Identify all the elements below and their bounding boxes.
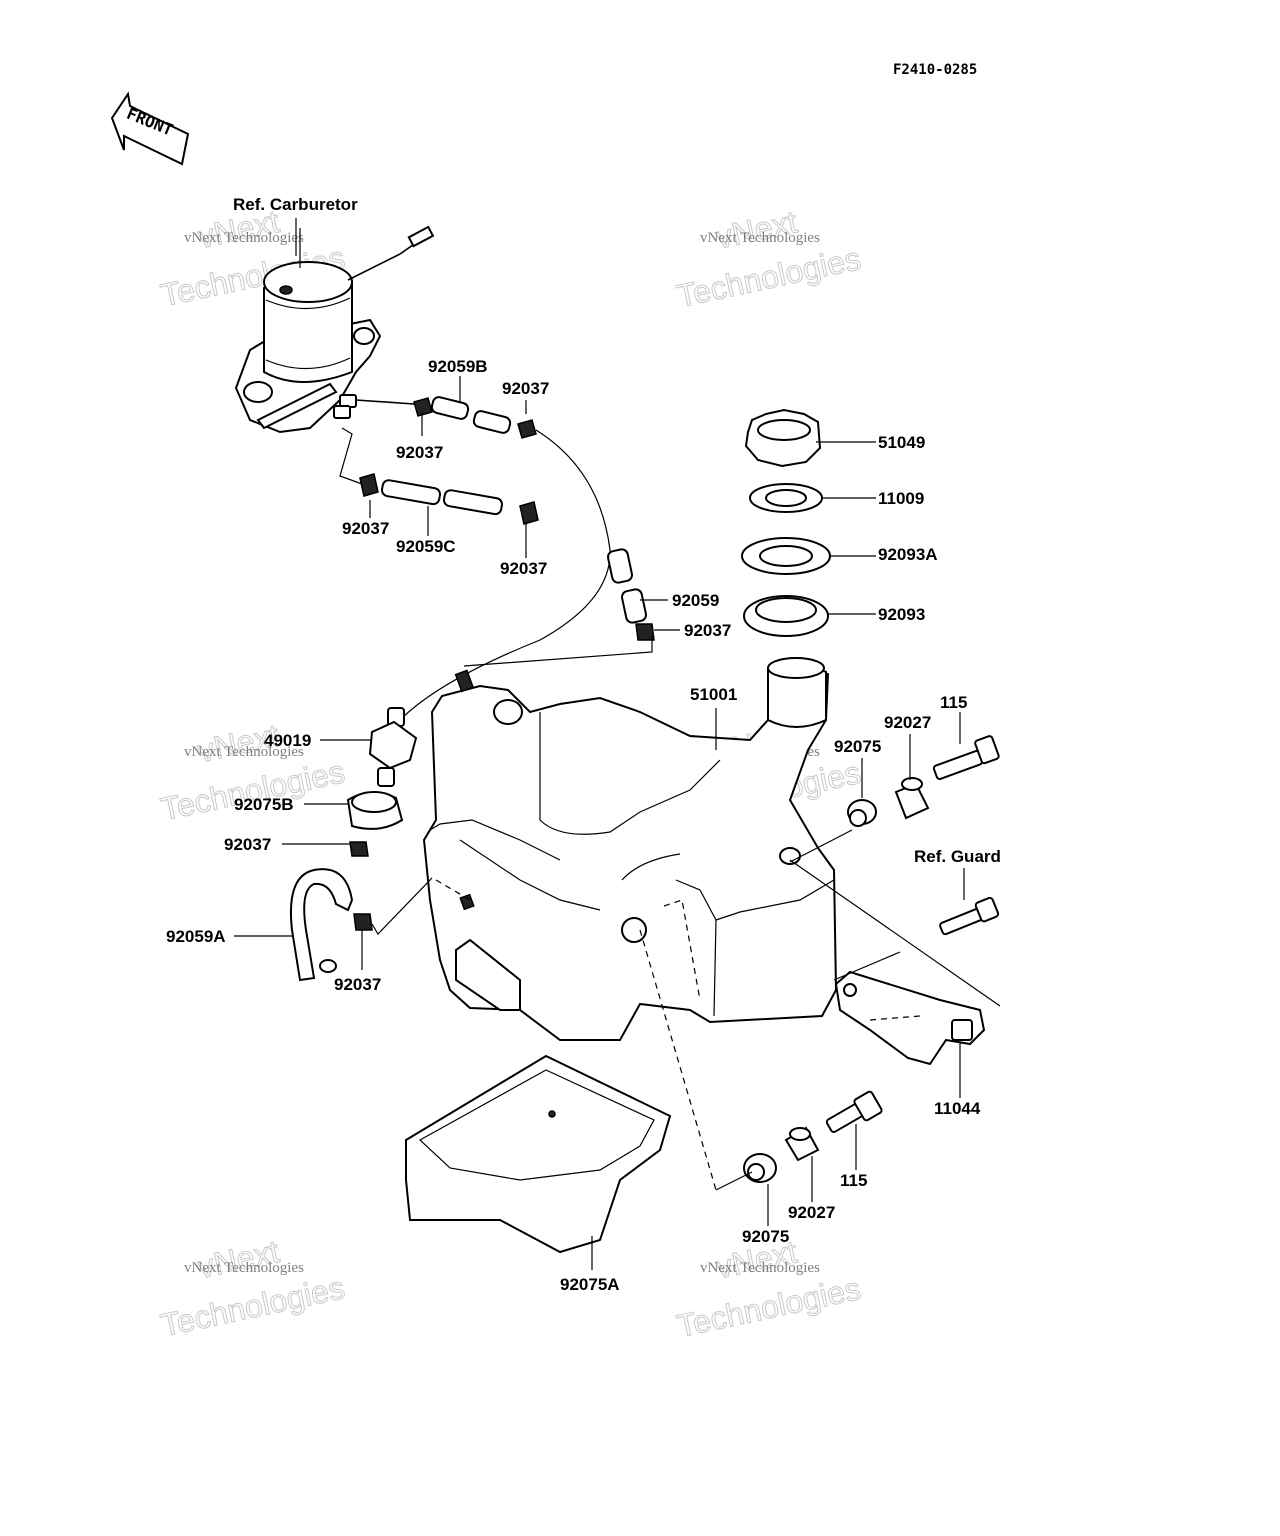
svg-text:vNext Technologies: vNext Technologies	[184, 1260, 304, 1276]
svg-text:Technologies: Technologies	[674, 1270, 864, 1344]
label-51001: 51001	[690, 685, 737, 704]
label-92037-bottom-left: 92037	[334, 975, 381, 994]
label-49019: 49019	[264, 731, 311, 750]
label-92037-lower-left: 92037	[342, 519, 389, 538]
leader-lines	[234, 218, 1001, 1270]
guard-bolt	[939, 896, 1000, 936]
svg-text:Technologies: Technologies	[674, 240, 864, 314]
watermark-top-right: vNext vNext Technologies Technologies	[673, 203, 864, 315]
fuel-pump	[234, 225, 435, 434]
watermark-bottom-left: vNext vNext Technologies Technologies	[157, 1233, 348, 1344]
fuel-filter	[368, 707, 418, 787]
hose-set-lower	[339, 427, 539, 525]
hose-right	[463, 548, 655, 667]
mount-hardware-top	[847, 735, 1000, 827]
label-11009: 11009	[878, 489, 924, 508]
label-115-bottom: 115	[840, 1171, 867, 1190]
diagram-code: F2410-0285	[893, 62, 977, 78]
bracket-11044	[834, 970, 986, 1066]
label-92075B: 92075B	[234, 795, 294, 814]
svg-text:Technologies: Technologies	[158, 753, 348, 827]
svg-text:vNext Technologies: vNext Technologies	[700, 1260, 820, 1276]
label-51049: 51049	[878, 433, 925, 452]
label-92037-right: 92037	[684, 621, 731, 640]
label-92093A: 92093A	[878, 545, 938, 564]
ref-carburetor-label: Ref. Carburetor	[233, 195, 358, 214]
label-92093: 92093	[878, 605, 925, 624]
label-92059A: 92059A	[166, 927, 226, 946]
front-arrow-icon: FRONT	[110, 91, 190, 166]
label-92037-top-right: 92037	[502, 379, 549, 398]
label-92075A: 92075A	[560, 1275, 620, 1294]
label-92075-top: 92075	[834, 737, 881, 756]
label-92027-top: 92027	[884, 713, 931, 732]
filler-cap-stack	[741, 408, 831, 637]
label-92059B: 92059B	[428, 357, 488, 376]
watermark-bottom-right: vNext vNext Technologies Technologies	[673, 1233, 864, 1345]
label-92037-left: 92037	[224, 835, 271, 854]
label-92037-top-mid: 92037	[396, 443, 443, 462]
label-11044: 11044	[934, 1099, 981, 1118]
breather-hose	[290, 841, 433, 982]
grommet-92075B	[346, 791, 404, 830]
svg-text:vNext Technologies: vNext Technologies	[184, 744, 304, 760]
label-92027-bottom: 92027	[788, 1203, 835, 1222]
mount-hardware-bottom	[743, 1090, 883, 1183]
hose-set-upper	[355, 396, 611, 721]
label-92059: 92059	[672, 591, 719, 610]
svg-text:vNext Technologies: vNext Technologies	[700, 230, 820, 246]
svg-text:vNext Technologies: vNext Technologies	[184, 230, 304, 246]
tray-92075A	[405, 1054, 672, 1254]
ref-guard-label: Ref. Guard	[914, 847, 1001, 866]
label-92037-lower-right: 92037	[500, 559, 547, 578]
label-115-top: 115	[940, 693, 967, 712]
label-92059C: 92059C	[396, 537, 456, 556]
fuel-tank	[422, 657, 838, 1041]
label-92075-bottom: 92075	[742, 1227, 789, 1246]
svg-text:Technologies: Technologies	[158, 1269, 348, 1343]
